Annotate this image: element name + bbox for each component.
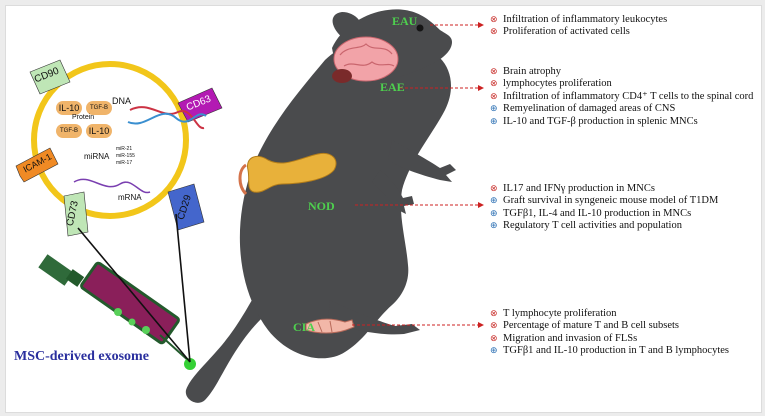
- decrease-icon: ⊗: [490, 79, 498, 90]
- syringe-icon: [38, 254, 196, 370]
- effect-text: TGFβ1, IL-4 and IL-10 production in MNCs: [503, 207, 692, 219]
- effect-item: ⊗ Migration and invasion of FLSs: [490, 333, 729, 345]
- decrease-icon: ⊗: [490, 67, 498, 77]
- protein-label: Protein: [72, 114, 95, 121]
- increase-icon: ⊕: [490, 104, 498, 115]
- effect-text: Infiltration of inflammatory CD4⁺ T cell…: [503, 90, 754, 102]
- effect-text: T lymphocyte proliferation: [503, 308, 617, 319]
- arrow-heads: [478, 22, 484, 328]
- marker-shapes: [15, 59, 223, 237]
- injection-lines: [77, 213, 191, 363]
- rat-body: [239, 40, 452, 359]
- rat-front-arm: [388, 140, 456, 182]
- mirna-label: miRNA: [84, 152, 110, 161]
- effects-list-eae: ⊗ Brain atrophy ⊗ lymphocytes proliferation…: [490, 66, 753, 128]
- effect-item: ⊗ lymphocytes proliferation: [490, 78, 753, 90]
- injection-point: [184, 358, 196, 370]
- increase-icon: ⊕: [490, 208, 498, 219]
- effect-text: Proliferation of activated cells: [503, 26, 630, 38]
- effect-text: Migration and invasion of FLSs: [503, 332, 638, 344]
- decrease-icon: ⊗: [490, 321, 498, 332]
- protein-chip: TGF-B: [86, 101, 112, 115]
- effect-item: ⊗ Proliferation of activated cells: [490, 26, 667, 38]
- effect-item: ⊕ Graft survival in syngeneic mouse model…: [490, 195, 718, 207]
- effect-text: IL-10 and TGF-β production in splenic MN…: [503, 115, 698, 127]
- decrease-icon: ⊗: [490, 309, 498, 319]
- decrease-icon: ⊗: [490, 27, 498, 38]
- effect-item: ⊗ Infiltration of inflammatory leukocytes: [490, 14, 667, 26]
- exosome-label: MSC-derived exosome: [14, 349, 149, 364]
- effect-item: ⊗ Infiltration of inflammatory CD4⁺ T cel…: [490, 91, 753, 103]
- effect-item: ⊕ IL-10 and TGF-β production in splenic M…: [490, 116, 753, 128]
- rat-front-paw: [372, 170, 414, 214]
- marker-cd73-shape: [63, 191, 89, 237]
- effects-list-cia: ⊗ T lymphocyte proliferation ⊗ Percentage o…: [490, 308, 729, 358]
- effect-item: ⊗ T lymphocyte proliferation: [490, 308, 729, 320]
- joint-icon: [305, 318, 355, 334]
- mirna-item: miR-155: [116, 153, 135, 159]
- effect-item: ⊗ IL17 and IFNγ production in MNCs: [490, 183, 718, 195]
- protein-chip: IL-10: [86, 124, 112, 138]
- effect-item: ⊗ Brain atrophy: [490, 66, 753, 78]
- model-label-nod: NOD: [308, 199, 335, 213]
- decrease-icon: ⊗: [490, 184, 498, 194]
- dna-helix: [127, 106, 207, 129]
- effect-text: TGFβ1 and IL-10 production in T and B ly…: [503, 345, 730, 357]
- increase-icon: ⊕: [490, 116, 498, 127]
- effects-list-nod: ⊗ IL17 and IFNγ production in MNCs ⊕ Graft …: [490, 183, 718, 233]
- effect-text: Graft survival in syngeneic mouse model …: [503, 195, 719, 207]
- rat-tail: [185, 300, 262, 403]
- effect-text: Regulatory T cell activities and populat…: [503, 220, 682, 232]
- eye-icon: [416, 24, 424, 32]
- arrows: [352, 24, 478, 326]
- marker-icam1-shape: [15, 147, 59, 183]
- model-label-cia: CIA: [293, 320, 316, 334]
- effect-text: Percentage of mature T and B cell subset…: [503, 320, 680, 332]
- effect-item: ⊗ Percentage of mature T and B cell subse…: [490, 320, 729, 332]
- protein-chip: IL-10: [56, 101, 82, 115]
- increase-icon: ⊕: [490, 346, 498, 357]
- dna-label: DNA: [112, 96, 132, 106]
- effect-item: ⊕ Remyelination of damaged areas of CNS: [490, 103, 753, 115]
- model-label-eau: EAU: [392, 14, 418, 28]
- effect-text: lymphocytes proliferation: [503, 78, 612, 90]
- increase-icon: ⊕: [490, 196, 498, 207]
- model-label-eae: EAE: [380, 80, 405, 94]
- decrease-icon: ⊗: [490, 15, 498, 25]
- effect-item: ⊕ TGFβ1, IL-4 and IL-10 production in MNC…: [490, 208, 718, 220]
- marker-cd90-shape: [29, 59, 71, 95]
- effect-text: IL17 and IFNγ production in MNCs: [503, 183, 655, 194]
- mirna-item: miR-17: [116, 160, 133, 166]
- protein-chip: TGF-B: [56, 124, 82, 138]
- decrease-icon: ⊗: [490, 91, 498, 102]
- brain-icon: [332, 36, 399, 83]
- mrna-label: mRNA: [118, 193, 142, 202]
- effect-item: ⊕ TGFβ1 and IL-10 production in T and B l…: [490, 345, 729, 357]
- pancreas-icon: [238, 152, 337, 196]
- mrna-strand: [73, 178, 151, 194]
- effect-item: ⊕ Regulatory T cell activities and popula…: [490, 220, 718, 232]
- mirna-item: miR-21: [116, 146, 133, 152]
- effect-text: Remyelination of damaged areas of CNS: [503, 103, 676, 115]
- effect-text: Brain atrophy: [503, 66, 562, 77]
- rat-ear: [332, 12, 363, 40]
- increase-icon: ⊕: [490, 221, 498, 232]
- effects-list-eau: ⊗ Infiltration of inflammatory leukocytes…: [490, 14, 667, 39]
- effect-text: Infiltration of inflammatory leukocytes: [503, 14, 668, 25]
- decrease-icon: ⊗: [490, 333, 498, 344]
